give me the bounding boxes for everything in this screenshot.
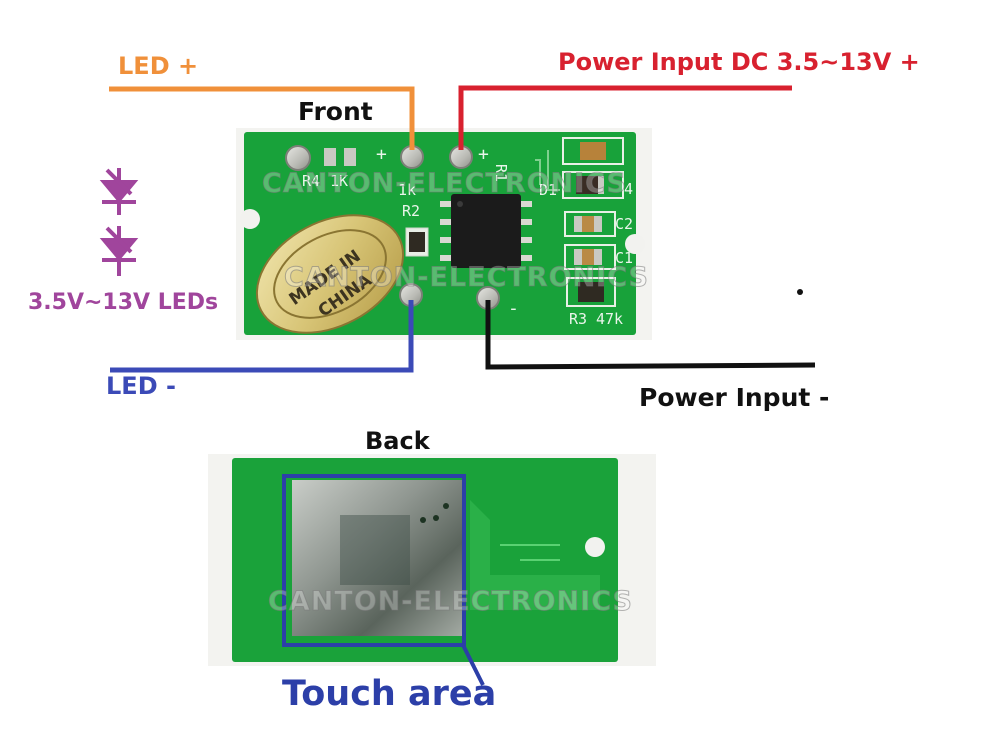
label-power-input-plus: Power Input DC 3.5~13V + xyxy=(558,48,920,76)
d1-outline xyxy=(562,171,624,199)
label-led-plus: LED + xyxy=(118,52,199,80)
r2-resistor xyxy=(409,232,425,252)
mounting-hole xyxy=(585,537,605,557)
silk-c2: C2 xyxy=(615,215,634,233)
label-touch-area: Touch area xyxy=(282,674,497,714)
silk-c1: C1 xyxy=(615,249,634,267)
r3-outline xyxy=(566,277,616,307)
back-copper-area xyxy=(470,500,600,610)
silk-r4: R4 xyxy=(302,172,321,190)
r3-resistor xyxy=(578,282,604,302)
mounting-hole xyxy=(625,234,645,254)
silk-plus: + xyxy=(376,144,387,165)
solder-pad xyxy=(285,145,311,171)
wire-power-minus xyxy=(485,300,816,370)
led-diode-icon xyxy=(99,168,139,215)
back-pcb xyxy=(208,454,656,686)
silk-plus: + xyxy=(478,144,489,165)
silk-minus: - xyxy=(508,298,519,319)
c2-outline xyxy=(564,211,616,237)
silk-r3-value: 47k xyxy=(596,310,624,328)
silk-1k: 1k xyxy=(398,181,417,199)
d1-diode xyxy=(576,176,604,194)
smd-pad xyxy=(344,148,356,166)
made-in-china-sticker: MADE IN CHINA xyxy=(255,214,405,334)
led-diode-icon xyxy=(99,226,139,276)
wire-led-plus xyxy=(109,86,415,150)
label-leds: 3.5V~13V LEDs xyxy=(28,290,219,315)
label-power-input-minus: Power Input - xyxy=(639,383,830,412)
label-front: Front xyxy=(298,97,373,126)
smd-pad xyxy=(324,148,336,166)
silk-r2: R2 xyxy=(402,202,421,220)
stray-dot xyxy=(797,289,803,295)
watermark: CANTON-ELECTRONICS xyxy=(268,586,633,618)
label-back: Back xyxy=(365,427,430,455)
ic-chip xyxy=(440,194,532,268)
watermark: CANTON-ELECTRONICS xyxy=(284,262,649,294)
silk-4: 4 xyxy=(624,180,634,198)
back-trace xyxy=(500,544,560,561)
touch-area-pointer xyxy=(461,644,485,686)
wire-led-minus xyxy=(110,300,414,373)
touch-area-box xyxy=(282,474,466,647)
silk-d1: D1 xyxy=(539,181,558,199)
trace xyxy=(535,150,560,191)
watermark: CANTON-ELECTRONICS xyxy=(262,168,627,200)
front-pcb: MADE IN CHINA xyxy=(236,128,652,340)
silk-r3: R3 xyxy=(569,310,588,328)
component-outline xyxy=(562,137,624,165)
silk-r4-value: 1K xyxy=(330,172,349,190)
label-led-minus: LED - xyxy=(106,372,176,400)
smd-capacitor xyxy=(580,142,606,160)
wire-power-plus xyxy=(458,85,792,150)
touch-pad-metal xyxy=(292,480,462,636)
c1-outline xyxy=(564,244,616,270)
mounting-hole xyxy=(240,209,260,229)
